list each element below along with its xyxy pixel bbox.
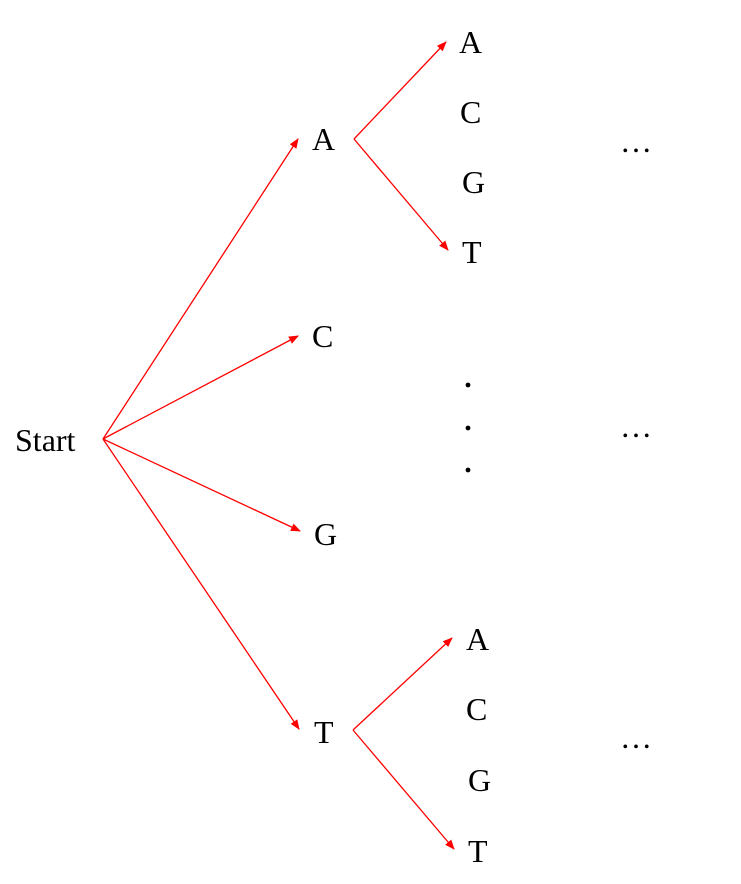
ellipsis-dot (465, 382, 471, 388)
edge-t-to-a (352, 637, 453, 731)
ellipsis-dot (465, 467, 471, 473)
edge-start-to-c (102, 335, 299, 440)
edge-a-to-t (353, 138, 449, 251)
node-level1-c: C (312, 318, 333, 354)
node-level1-t: T (314, 714, 334, 750)
continuation-middle: … (620, 408, 652, 444)
edge-start-to-g (102, 438, 301, 532)
edges-from-t (352, 637, 455, 850)
continuation-bottom: … (620, 719, 652, 755)
edge-start-to-t (102, 438, 300, 730)
edges-level-1 (102, 138, 301, 730)
continuation-top: … (620, 123, 652, 159)
edge-t-to-t (352, 729, 455, 850)
node-bottom-a: A (466, 621, 489, 657)
node-level1-a: A (312, 121, 335, 157)
edges-from-a (353, 41, 449, 251)
node-top-c: C (460, 94, 481, 130)
node-bottom-c: C (466, 691, 487, 727)
ellipsis-dot (465, 425, 471, 431)
node-top-a: A (459, 24, 482, 60)
node-top-g: G (462, 164, 485, 200)
node-top-t: T (462, 234, 482, 270)
node-level1-g: G (314, 516, 337, 552)
node-bottom-g: G (468, 762, 491, 798)
node-bottom-t: T (468, 833, 488, 869)
node-start: Start (15, 422, 76, 458)
edge-start-to-a (102, 138, 299, 440)
vertical-ellipsis (465, 382, 471, 473)
edge-a-to-a (353, 41, 447, 140)
